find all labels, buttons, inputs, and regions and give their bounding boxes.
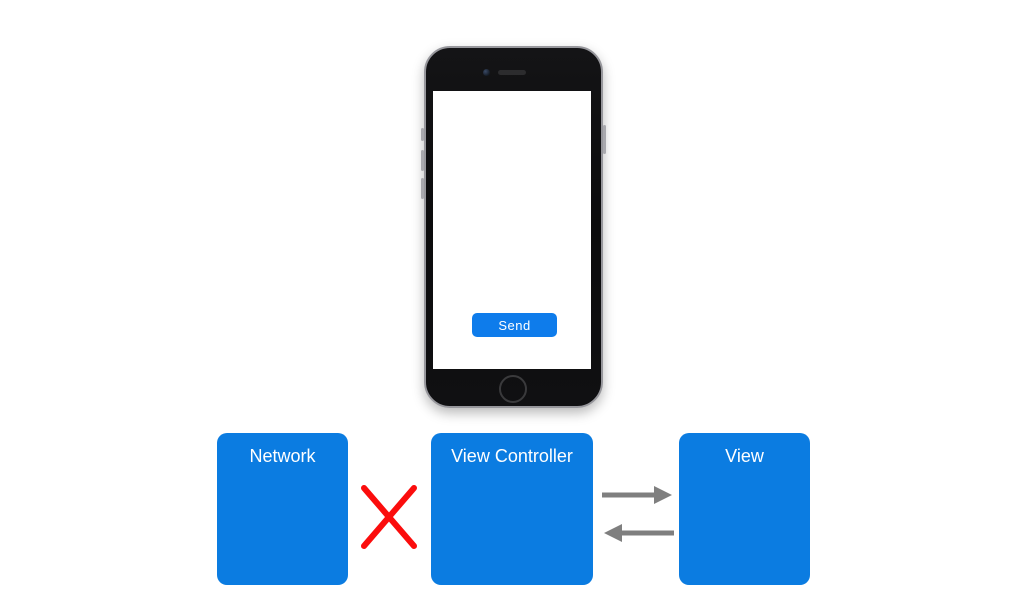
- diagram-box-label: View Controller: [451, 446, 573, 466]
- mute-switch: [421, 128, 424, 141]
- iphone-mockup: Send: [421, 46, 606, 408]
- earpiece-speaker: [498, 70, 526, 75]
- front-camera-icon: [483, 69, 490, 76]
- home-button: [499, 375, 527, 403]
- volume-down-button: [421, 178, 424, 199]
- arrow-left-icon: [604, 524, 674, 542]
- diagram-box-view: View: [679, 433, 810, 585]
- diagram-box-label: View: [725, 446, 764, 466]
- diagram-box-network: Network: [217, 433, 348, 585]
- phone-screen: Send: [433, 91, 591, 369]
- power-button: [603, 125, 606, 154]
- diagram-box-view-controller: View Controller: [431, 433, 593, 585]
- arrow-right-icon: [602, 486, 672, 504]
- bidirectional-arrows: [602, 486, 674, 542]
- volume-up-button: [421, 150, 424, 171]
- diagram-box-label: Network: [249, 446, 316, 466]
- blocked-x-icon: [361, 485, 417, 549]
- send-button[interactable]: Send: [472, 313, 557, 337]
